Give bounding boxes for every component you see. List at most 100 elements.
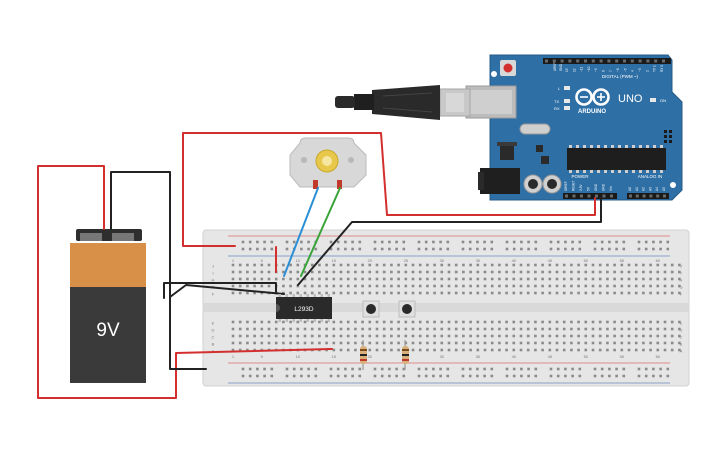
breadboard-hole bbox=[541, 291, 544, 295]
wire-black-chip-2 bbox=[169, 284, 285, 298]
breadboard-rail-hole bbox=[380, 367, 384, 371]
breadboard-hole bbox=[231, 277, 235, 281]
breadboard-hole bbox=[606, 327, 609, 331]
breadboard-hole bbox=[411, 277, 415, 281]
breadboard-hole bbox=[570, 277, 573, 281]
breadboard-rail-hole bbox=[263, 367, 266, 371]
crystal-oscillator bbox=[519, 123, 551, 135]
chip-leg bbox=[618, 170, 621, 173]
breadboard-hole bbox=[584, 263, 588, 267]
breadboard-hole bbox=[368, 341, 372, 345]
breadboard-hole bbox=[339, 270, 343, 274]
digital-header-pin bbox=[599, 59, 603, 63]
breadboard-hole bbox=[505, 341, 508, 345]
breadboard-hole bbox=[246, 284, 249, 288]
breadboard-rail-hole bbox=[446, 374, 450, 378]
push-button-2[interactable] bbox=[398, 300, 416, 318]
breadboard-rail-hole bbox=[615, 367, 618, 371]
breadboard-rail-hole bbox=[395, 247, 398, 251]
breadboard-hole bbox=[361, 327, 364, 331]
breadboard-hole bbox=[346, 327, 350, 331]
l293d-leg bbox=[313, 319, 316, 322]
breadboard-hole bbox=[375, 320, 379, 324]
icsp-pin bbox=[664, 140, 667, 143]
breadboard-hole bbox=[318, 334, 321, 338]
breadboard-hole bbox=[253, 334, 256, 338]
breadboard-rail-hole bbox=[380, 374, 384, 378]
breadboard-hole bbox=[274, 320, 278, 324]
breadboard-hole bbox=[296, 341, 300, 345]
breadboard-hole bbox=[519, 284, 523, 288]
breadboard-hole bbox=[274, 341, 278, 345]
row-letter: B bbox=[680, 342, 683, 347]
breadboard-rail-hole bbox=[527, 367, 530, 371]
reset-button-cap[interactable] bbox=[503, 63, 513, 73]
breadboard-hole bbox=[303, 291, 307, 295]
analog-header-pin bbox=[649, 194, 653, 198]
breadboard-hole bbox=[253, 284, 256, 288]
power-pin-label: 3.3V bbox=[579, 184, 583, 191]
regulator-tab bbox=[497, 142, 517, 146]
breadboard-hole bbox=[289, 341, 292, 345]
breadboard-hole bbox=[433, 341, 436, 345]
breadboard-rail-hole bbox=[476, 240, 479, 244]
breadboard-hole bbox=[382, 284, 386, 288]
breadboard-hole bbox=[440, 341, 444, 345]
breadboard-hole bbox=[246, 334, 249, 338]
row-letter: J bbox=[680, 264, 682, 269]
breadboard-hole bbox=[570, 341, 573, 345]
chip-leg bbox=[660, 170, 663, 173]
arduino-logo-icon bbox=[575, 88, 610, 106]
chip-leg bbox=[569, 145, 572, 148]
breadboard-hole bbox=[627, 263, 631, 267]
breadboard-hole bbox=[541, 348, 544, 352]
breadboard-hole bbox=[483, 270, 487, 274]
breadboard-rail-hole bbox=[314, 367, 318, 371]
breadboard-hole bbox=[570, 334, 573, 338]
breadboard-hole bbox=[591, 291, 595, 295]
breadboard-rail-hole bbox=[534, 240, 538, 244]
breadboard-hole bbox=[663, 277, 667, 281]
breadboard-hole bbox=[318, 327, 321, 331]
digital-pin-label: RX 0 bbox=[660, 65, 664, 72]
battery-9v: 9V bbox=[70, 229, 146, 383]
breadboard-hole bbox=[404, 341, 408, 345]
breadboard-rail-hole bbox=[534, 367, 538, 371]
breadboard-rail-hole bbox=[534, 247, 538, 251]
breadboard-hole bbox=[440, 320, 444, 324]
breadboard-hole bbox=[260, 270, 264, 274]
breadboard-hole bbox=[411, 263, 415, 267]
breadboard-hole bbox=[490, 341, 494, 345]
breadboard-hole bbox=[634, 270, 638, 274]
breadboard-rail-hole bbox=[461, 367, 465, 371]
breadboard-hole bbox=[519, 334, 523, 338]
push-button-1[interactable] bbox=[362, 300, 380, 318]
breadboard-hole bbox=[426, 263, 429, 267]
breadboard-hole bbox=[512, 270, 516, 274]
breadboard-hole bbox=[584, 348, 588, 352]
breadboard-rail-hole bbox=[344, 367, 347, 371]
digital-pin-label: ~10 bbox=[587, 66, 591, 72]
push-button-cap[interactable] bbox=[366, 304, 376, 314]
resistor-band bbox=[360, 359, 367, 361]
breadboard-hole bbox=[462, 327, 465, 331]
breadboard-hole bbox=[469, 270, 472, 274]
breadboard-hole bbox=[505, 327, 508, 331]
breadboard-hole bbox=[548, 327, 552, 331]
breadboard-rail-hole bbox=[439, 374, 442, 378]
breadboard-rail-hole bbox=[344, 240, 347, 244]
breadboard-hole bbox=[548, 341, 552, 345]
breadboard-hole bbox=[591, 320, 595, 324]
breadboard-hole bbox=[526, 327, 530, 331]
breadboard-rail-hole bbox=[512, 247, 516, 251]
column-number: 15 bbox=[332, 354, 337, 359]
push-button-cap[interactable] bbox=[402, 304, 412, 314]
breadboard-hole bbox=[526, 320, 530, 324]
column-number: 20 bbox=[368, 354, 373, 359]
l293d-leg bbox=[320, 319, 323, 322]
breadboard-hole bbox=[555, 341, 559, 345]
breadboard-hole bbox=[310, 263, 314, 267]
breadboard-hole bbox=[433, 277, 436, 281]
power-pin-label: GND bbox=[594, 183, 598, 191]
